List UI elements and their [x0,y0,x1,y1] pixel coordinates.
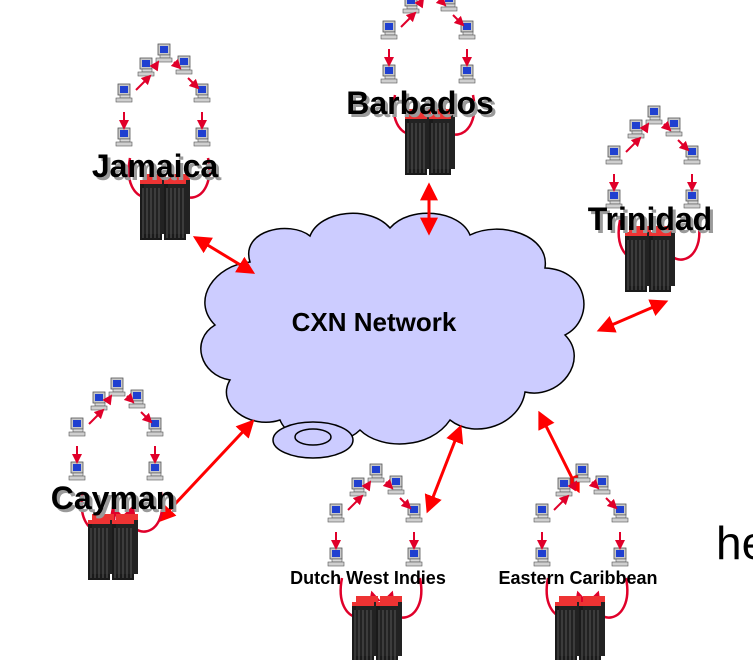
site-eastern-caribbean: Eastern Caribbean [498,464,658,660]
site-jamaica: Jamaica Jamaica [92,44,222,241]
site-label-jamaica: Jamaica [92,148,219,184]
svg-text:Barbados: Barbados [349,88,497,124]
clipped-side-text: he [716,517,753,569]
server-icon [87,513,139,581]
site-label-cayman: Cayman [51,480,176,516]
site-barbados: Barbados Barbados [346,0,497,176]
site-trinidad: Trinidad Trinidad [588,106,715,293]
server-icon [554,595,606,660]
site-cayman: Cayman Cayman [51,378,179,581]
network-links [157,182,669,523]
network-label: CXN Network [292,307,457,337]
svg-text:Cayman: Cayman [54,483,179,519]
site-label-trinidad: Trinidad [588,201,712,237]
svg-text:Jamaica: Jamaica [95,151,222,187]
site-dutch-west-indies: Dutch West Indies [290,464,446,660]
site-label-dutch-west-indies: Dutch West Indies [290,568,446,588]
server-icon [351,595,403,660]
site-label-eastern-caribbean: Eastern Caribbean [498,568,657,588]
site-label-barbados: Barbados [346,85,494,121]
cloud-icon [200,212,585,459]
svg-text:Trinidad: Trinidad [591,204,715,240]
